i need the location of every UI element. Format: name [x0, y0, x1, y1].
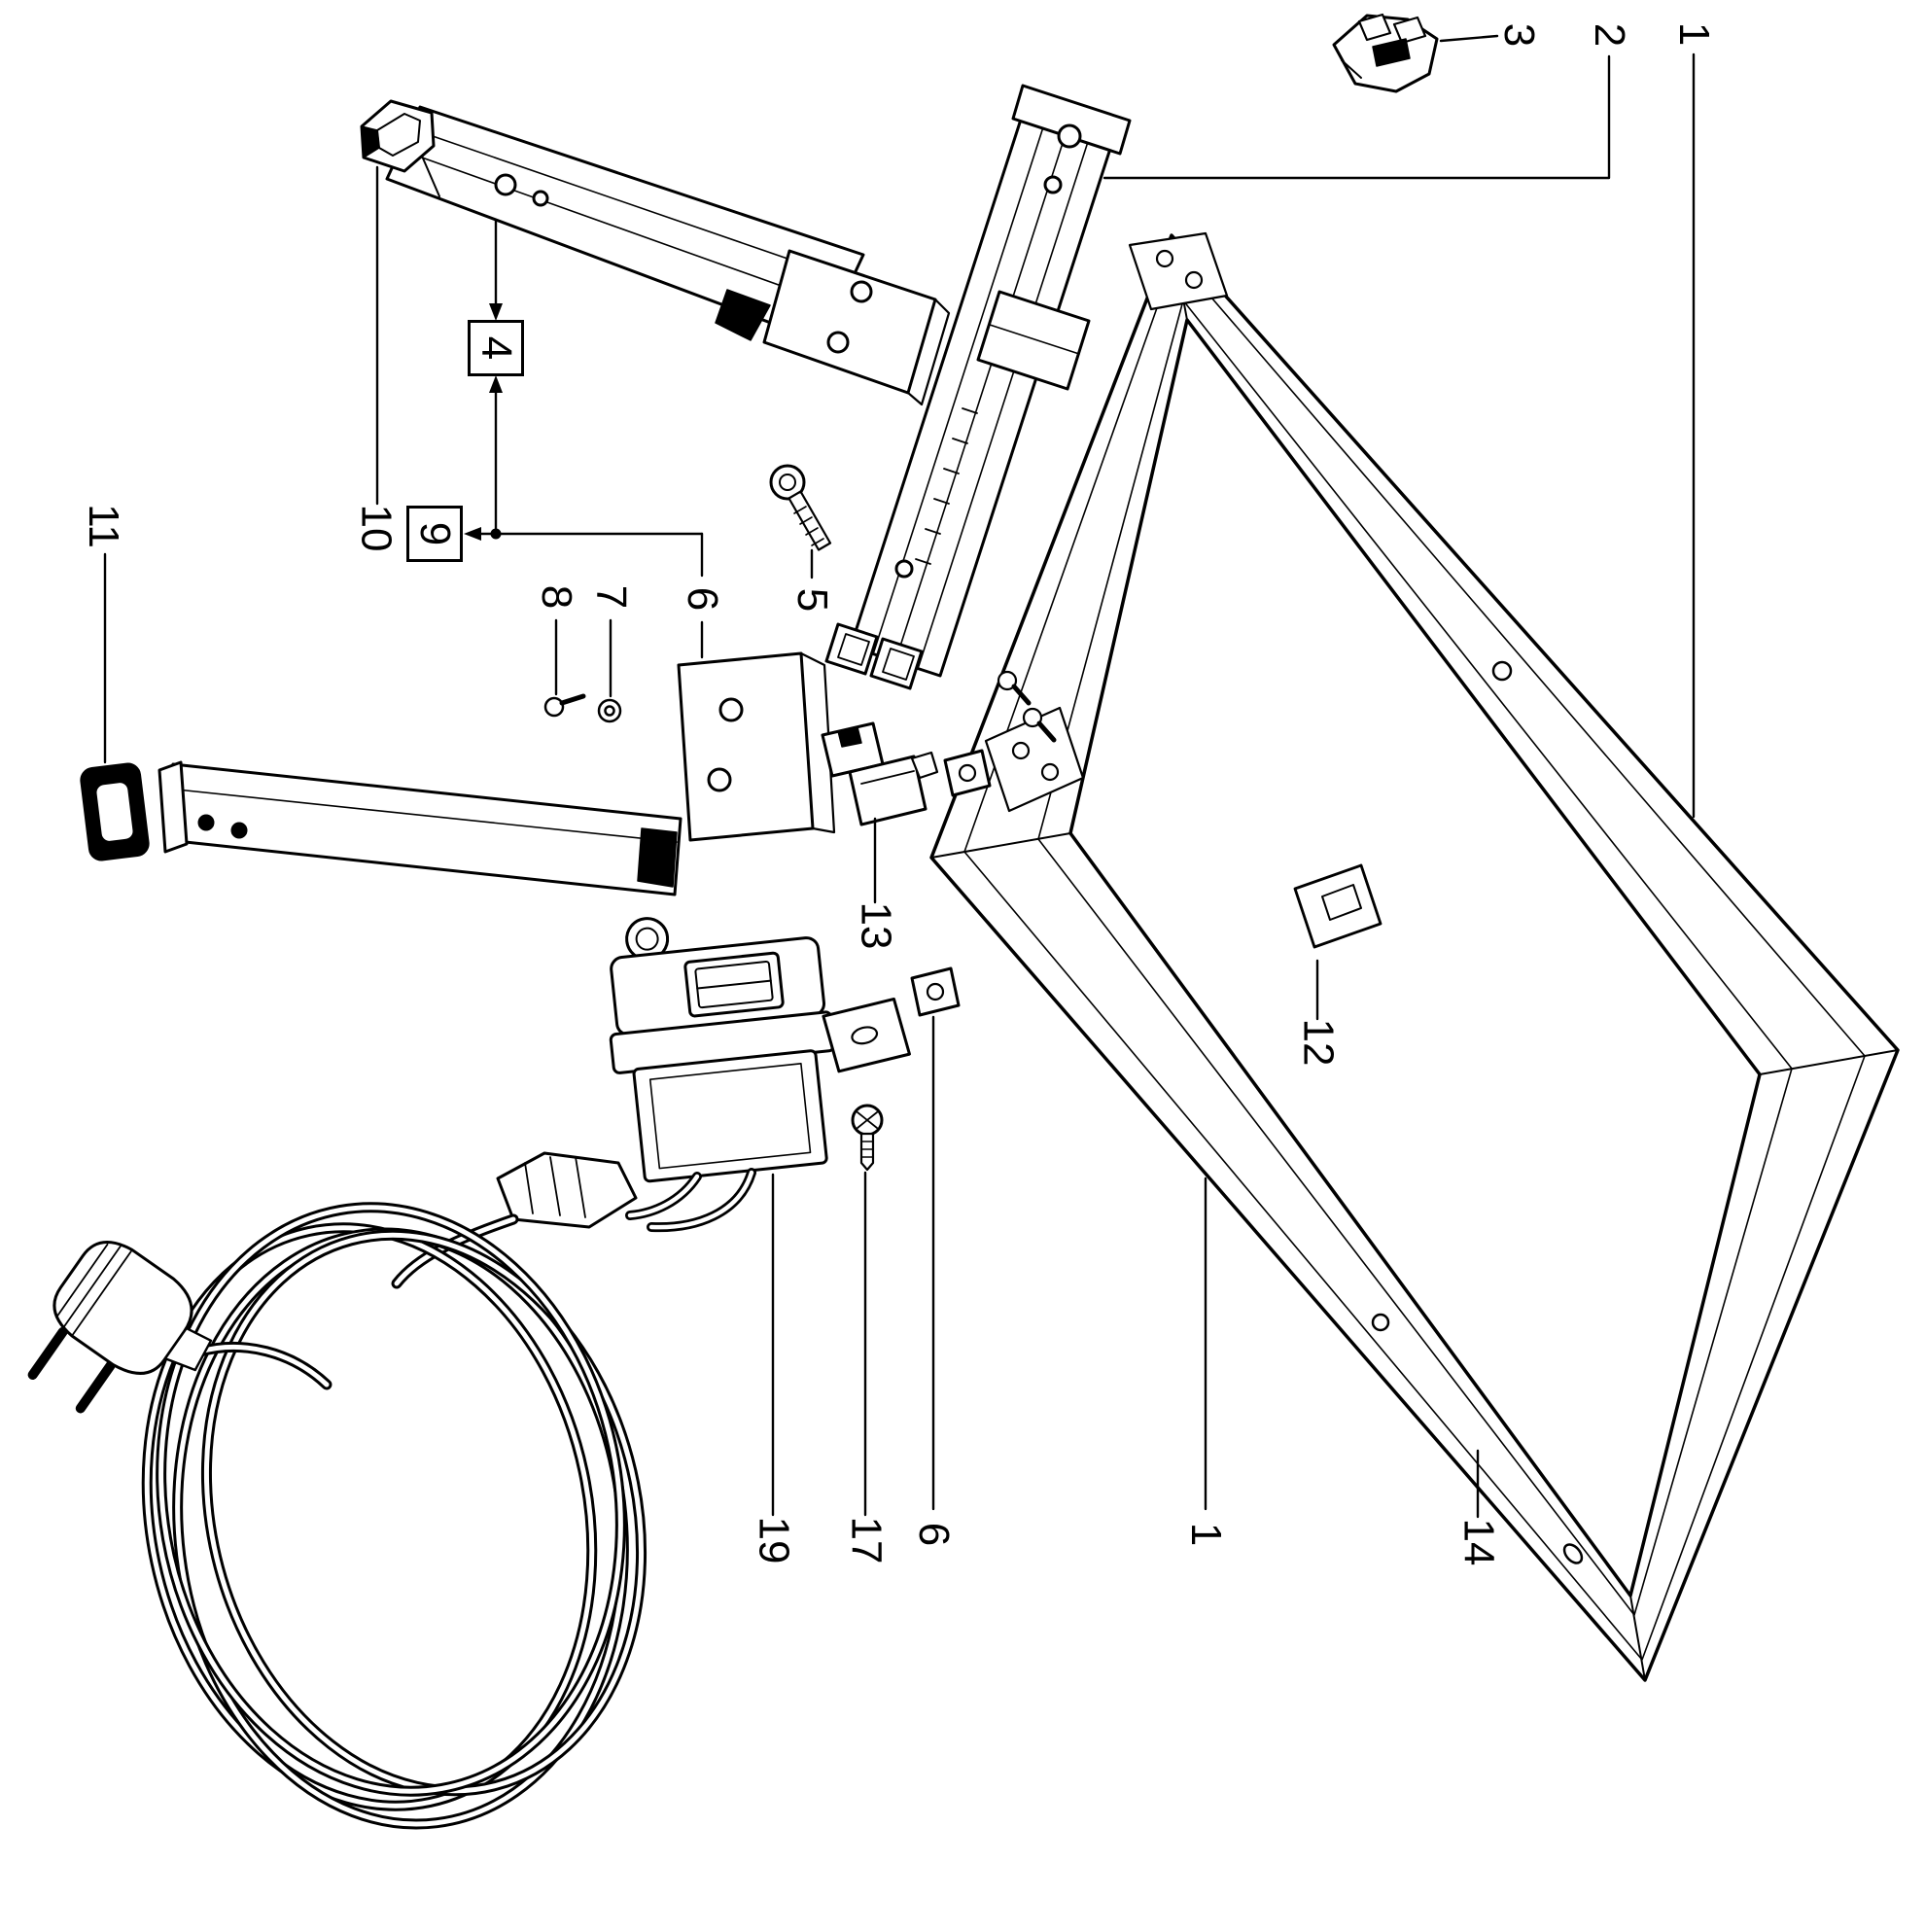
square-nut-part-6-lower — [910, 966, 961, 1017]
end-cap-part-11 — [80, 762, 150, 861]
part-label-2: 2 — [1585, 22, 1633, 48]
part-label-6-bottom: 6 — [909, 1522, 958, 1547]
table-frame-part-1 — [929, 231, 1900, 1682]
part-label-12: 12 — [1293, 1018, 1342, 1067]
part-label-19: 19 — [749, 1516, 797, 1564]
leader-lines — [103, 34, 1696, 1519]
square-nut-part-6-upper — [943, 749, 992, 797]
end-clamp-part-10 — [360, 99, 436, 173]
washer-part-7 — [597, 698, 622, 723]
switch-unit-part-19 — [609, 917, 911, 1183]
part-label-17: 17 — [841, 1516, 890, 1564]
part-label-1-top: 1 — [1669, 21, 1718, 47]
part-label-13: 13 — [851, 901, 899, 950]
power-cord-coil — [141, 1202, 648, 1830]
power-cord — [141, 1151, 756, 1830]
part-label-11: 11 — [80, 504, 127, 548]
part-label-7: 7 — [586, 584, 635, 610]
frame-corner-connector-left — [984, 670, 1085, 813]
lower-leg-assembly-part-9 — [158, 651, 836, 896]
connector-part-13 — [821, 721, 939, 826]
part-label-9: 9 — [406, 506, 463, 562]
upper-leg-assembly-part-4 — [385, 105, 951, 406]
screw-part-17 — [851, 1104, 884, 1172]
cable-strain-relief — [496, 1151, 638, 1229]
power-plug — [27, 1241, 213, 1414]
part-label-4: 4 — [468, 320, 524, 376]
part-label-3: 3 — [1494, 22, 1543, 48]
frame-corner-connector-top — [1128, 231, 1229, 311]
clamp-part-3 — [1332, 13, 1439, 93]
part-label-6-mid: 6 — [678, 586, 726, 612]
part-label-5: 5 — [788, 587, 836, 613]
bracket-part-12 — [1293, 863, 1382, 949]
part-label-10: 10 — [351, 504, 400, 552]
screw-part-5 — [769, 464, 832, 551]
guide-rail-part-2 — [824, 84, 1132, 690]
part-label-1-bottom: 1 — [1181, 1522, 1230, 1547]
leader-arrowheads — [464, 303, 503, 541]
screw-part-8 — [543, 693, 586, 718]
part-label-14: 14 — [1453, 1518, 1502, 1566]
